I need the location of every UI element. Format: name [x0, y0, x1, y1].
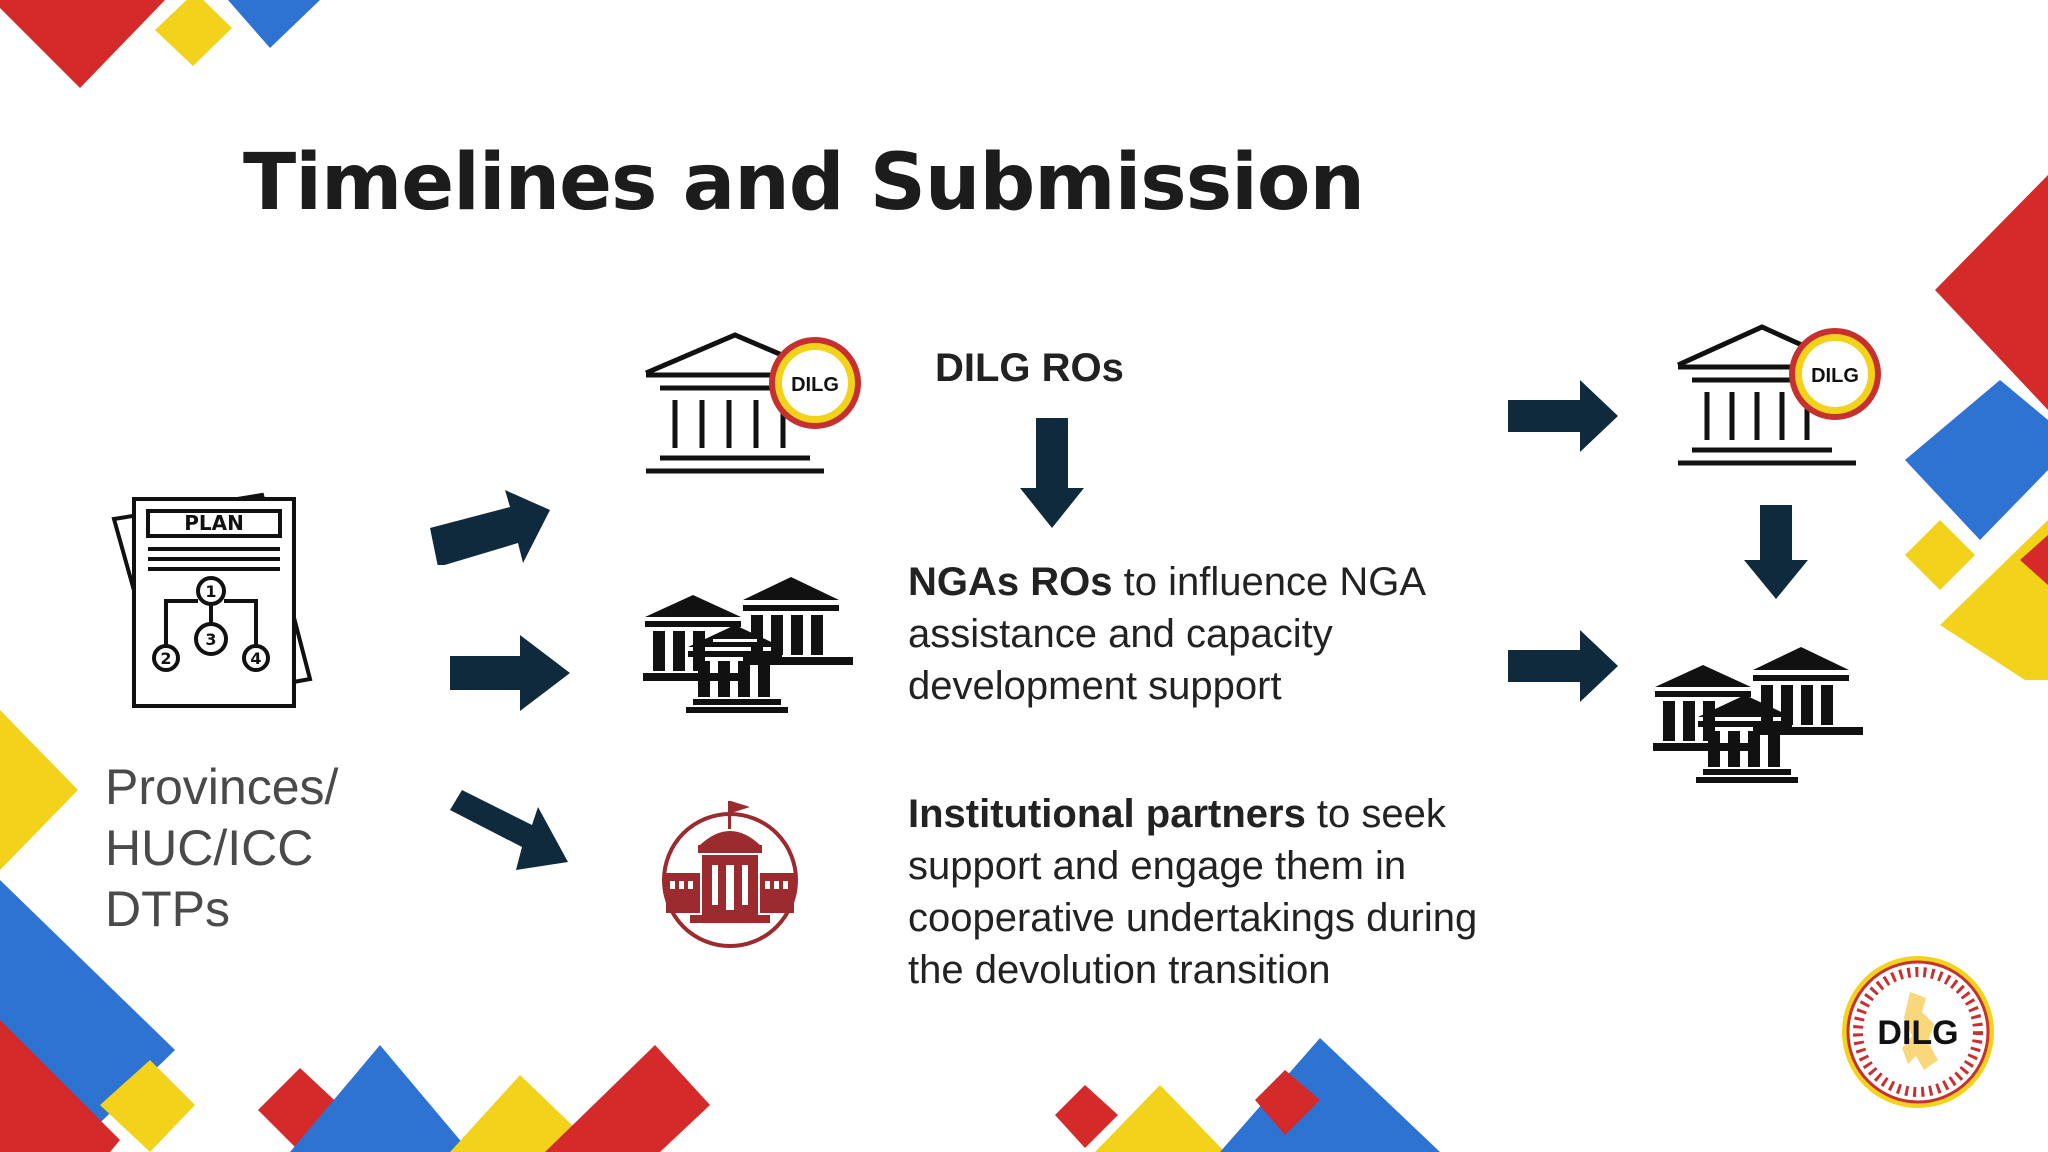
badge-text: DILG [1811, 365, 1859, 387]
dilg-ros-label: DILG ROs [935, 346, 1124, 390]
building-icon: DILG [645, 332, 861, 474]
arrow-icon [1508, 380, 1618, 452]
ngas-text: NGAs ROs to influence NGA assistance and… [908, 556, 1426, 712]
building-icon: DILG [1676, 324, 1881, 466]
arrow-icon [450, 635, 570, 711]
ngas-bold: NGAs ROs [908, 560, 1113, 604]
institution-badge-icon [662, 801, 798, 948]
partners-line-3: cooperative undertakings during [908, 896, 1478, 940]
building-cluster-icon [1653, 647, 1863, 783]
arrow-icon [430, 490, 550, 565]
arrow-icon [450, 790, 568, 870]
partners-line-2: support and engage them in [908, 844, 1407, 888]
partners-text: Institutional partners to seek support a… [908, 788, 1477, 996]
plan-label: PLAN [184, 511, 244, 535]
source-line-1: Provinces/ [105, 759, 339, 815]
partners-rest: to seek [1305, 792, 1446, 836]
plan-step-1: 1 [205, 582, 216, 601]
ngas-line-1: NGAs ROs to influence NGA [908, 556, 1426, 608]
ngas-line-3: development support [908, 664, 1282, 708]
logo-text: DILG [1877, 1014, 1958, 1052]
plan-document-icon: PLAN 1 2 3 4 [111, 492, 313, 708]
plan-step-2: 2 [160, 649, 171, 668]
plan-step-3: 3 [205, 630, 216, 649]
source-label: Provinces/ HUC/ICC DTPs [105, 757, 338, 940]
source-line-3: DTPs [105, 881, 230, 937]
ngas-rest: to influence NGA [1112, 560, 1426, 604]
ngas-line-2: assistance and capacity [908, 612, 1333, 656]
building-cluster-icon [643, 577, 853, 713]
badge-text: DILG [791, 374, 839, 396]
partners-line-4: the devolution transition [908, 948, 1331, 992]
plan-step-4: 4 [250, 649, 261, 668]
dilg-logo-icon: DILG [1842, 956, 1994, 1108]
slide-title: Timelines and Submission [243, 138, 1365, 228]
partners-bold: Institutional partners [908, 792, 1306, 836]
source-line-2: HUC/ICC [105, 820, 314, 876]
arrow-icon [1020, 418, 1084, 528]
arrow-icon [1744, 505, 1808, 599]
partners-line-1: Institutional partners to seek [908, 788, 1477, 840]
arrow-icon [1508, 630, 1618, 702]
